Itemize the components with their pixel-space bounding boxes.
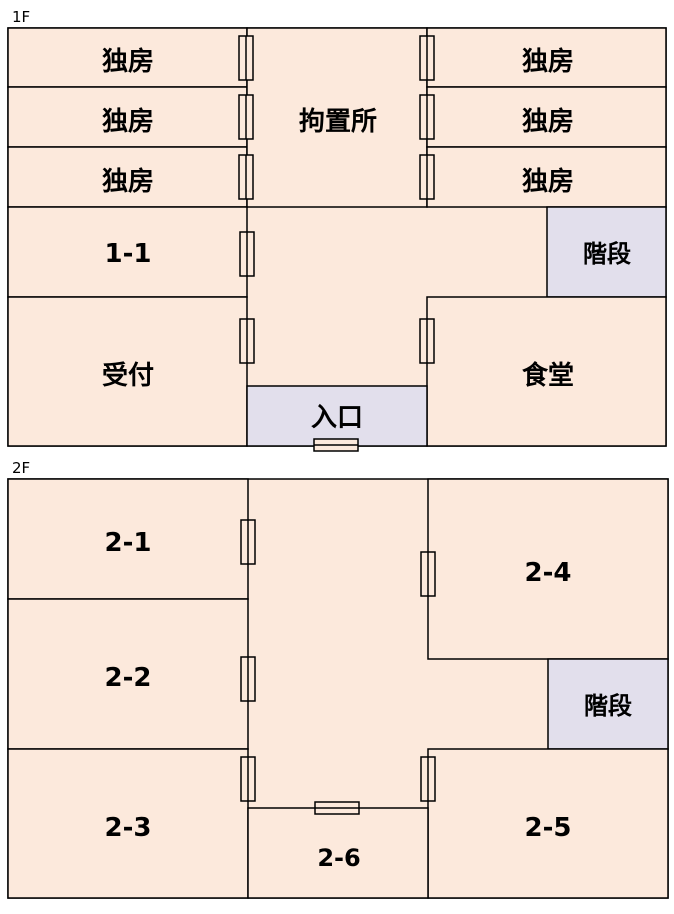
room-2-3 bbox=[7, 748, 249, 899]
label-cell-left-3: 独房 bbox=[102, 167, 154, 197]
door bbox=[240, 656, 256, 702]
door bbox=[240, 756, 256, 802]
label-room-1-1: 1-1 bbox=[105, 239, 152, 269]
door bbox=[238, 94, 254, 140]
door bbox=[420, 551, 436, 597]
label-dining: 食堂 bbox=[522, 360, 574, 391]
room-dining bbox=[426, 296, 667, 447]
room-reception bbox=[7, 296, 248, 447]
label-room-2-3: 2-3 bbox=[105, 813, 152, 843]
door bbox=[419, 318, 435, 364]
label-room-2-6: 2-6 bbox=[317, 844, 360, 872]
label-cell-left-1: 独房 bbox=[102, 47, 154, 77]
room-cell-left-3 bbox=[7, 146, 248, 208]
doors-1f bbox=[238, 35, 435, 452]
label-cell-right-1: 独房 bbox=[522, 47, 574, 77]
room-2-6 bbox=[247, 807, 429, 899]
door bbox=[240, 519, 256, 565]
doors-2f bbox=[240, 519, 436, 815]
label-reception: 受付 bbox=[102, 360, 154, 391]
label-room-2-4: 2-4 bbox=[525, 558, 572, 588]
door bbox=[419, 94, 435, 140]
door bbox=[239, 231, 255, 277]
floor-label-1f: 1F bbox=[12, 8, 30, 26]
door bbox=[238, 35, 254, 81]
label-cell-right-2: 独房 bbox=[522, 107, 574, 137]
door bbox=[419, 154, 435, 200]
floor-label-2f: 2F bbox=[12, 459, 30, 477]
room-2-4 bbox=[427, 478, 669, 660]
labels-2f: 2-1 2-2 2-3 2-4 階段 2-5 2-6 bbox=[105, 528, 632, 872]
label-room-2-5: 2-5 bbox=[525, 813, 572, 843]
label-detention: 拘置所 bbox=[299, 107, 377, 137]
door bbox=[239, 318, 255, 364]
label-stairs-1f: 階段 bbox=[583, 240, 631, 268]
room-2-2 bbox=[7, 598, 249, 750]
room-cell-left-2 bbox=[7, 86, 248, 148]
label-entrance: 入口 bbox=[311, 403, 363, 433]
door bbox=[420, 756, 436, 802]
door-entrance bbox=[313, 438, 359, 452]
labels-1f: 独房 独房 独房 拘置所 独房 独房 独房 1-1 階段 受付 食堂 入口 bbox=[102, 47, 631, 433]
label-room-2-2: 2-2 bbox=[105, 663, 152, 693]
label-room-2-1: 2-1 bbox=[105, 528, 152, 558]
label-cell-left-2: 独房 bbox=[102, 107, 154, 137]
floor-1f bbox=[7, 27, 667, 447]
label-stairs-2f: 階段 bbox=[584, 692, 632, 720]
room-cell-left-1 bbox=[7, 27, 248, 88]
door bbox=[314, 801, 360, 815]
label-cell-right-3: 独房 bbox=[522, 167, 574, 197]
door bbox=[238, 154, 254, 200]
room-stairs-1f bbox=[546, 206, 667, 298]
door bbox=[419, 35, 435, 81]
room-detention bbox=[246, 27, 428, 208]
floor-2f bbox=[7, 478, 669, 899]
